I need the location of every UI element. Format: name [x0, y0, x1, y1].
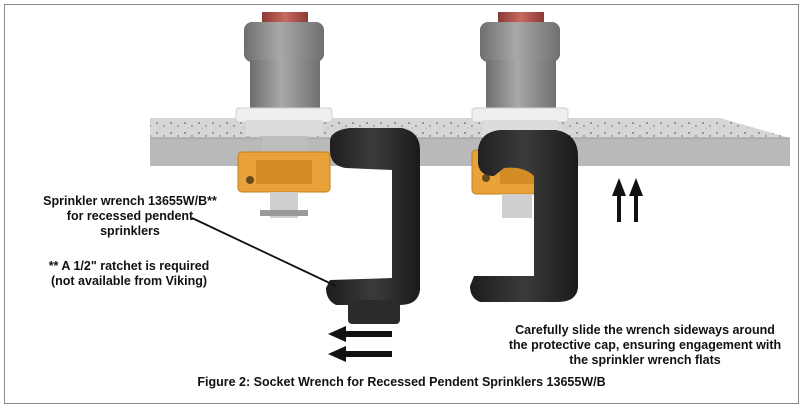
sprinkler-left: [235, 12, 333, 218]
figure-caption: Figure 2: Socket Wrench for Recessed Pen…: [197, 375, 606, 389]
arrow-left-icon: [328, 326, 392, 362]
slide-instruction: Carefully slide the wrench sideways arou…: [495, 323, 795, 368]
wrench-callout: Sprinkler wrench 13655W/B** for recessed…: [12, 194, 248, 239]
wrench-callout-line2: for recessed pendent: [66, 209, 194, 223]
slide-instruction-line3: the sprinkler wrench flats: [569, 353, 721, 367]
wrench-left: [326, 128, 420, 305]
wrench-callout-line3: sprinklers: [100, 224, 160, 238]
leader-line: [191, 217, 337, 287]
ratchet-note-line2: (not available from Viking): [50, 274, 208, 288]
wrench-right: [470, 130, 578, 302]
ratchet-note: ** A 1/2" ratchet is required (not avail…: [14, 259, 244, 289]
arrow-up-icon: [612, 178, 643, 222]
wrench-callout-line1: Sprinkler wrench 13655W/B**: [43, 194, 217, 208]
ratchet-note-line1: ** A 1/2" ratchet is required: [48, 259, 210, 273]
slide-instruction-line2: the protective cap, ensuring engagement …: [508, 338, 782, 352]
slide-instruction-line1: Carefully slide the wrench sideways arou…: [515, 323, 775, 337]
